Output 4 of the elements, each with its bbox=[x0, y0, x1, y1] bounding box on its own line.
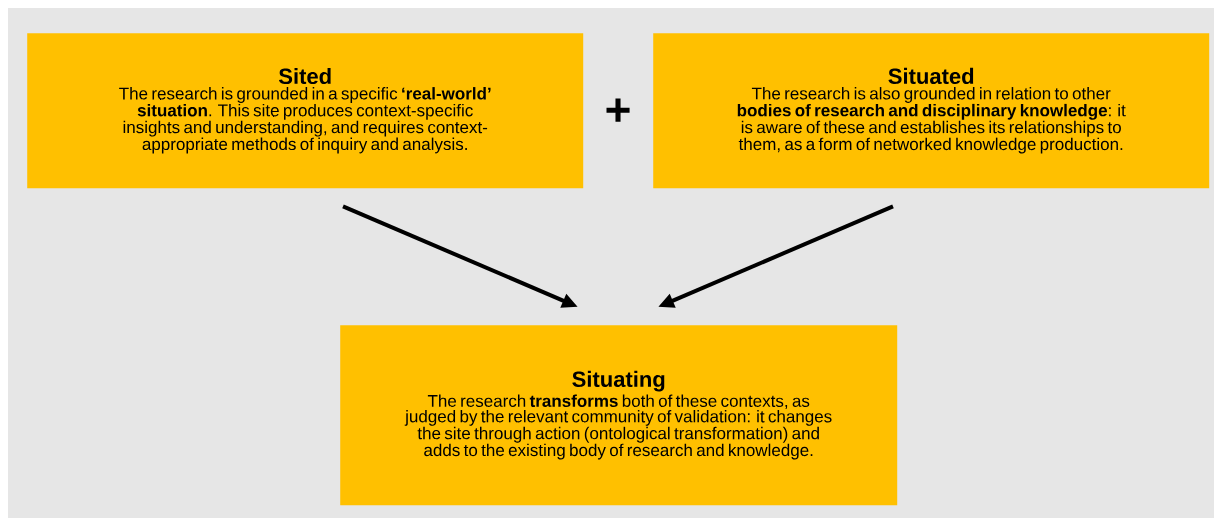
text-box: Situating The research transforms both of these contexts, as judged by the relevant community of validation: it changes the site through action (ontological transformation) and adds to the existing body of research and knowledge. bbox=[340, 325, 898, 506]
text-box: Situated The research is also grounded in relation to other bodies of research and disciplinary knowledge: it is aware of these and establishes its relationships to them, as a form of networked knowledge production. bbox=[653, 33, 1210, 189]
text-box: Sited The research is grounded in a specific ‘real-world’ situation. This site produces context-specific insights and understanding, and requires context-appropriate methods of inquiry and analysis. bbox=[27, 33, 584, 189]
plus-sign: + bbox=[606, 98, 630, 122]
